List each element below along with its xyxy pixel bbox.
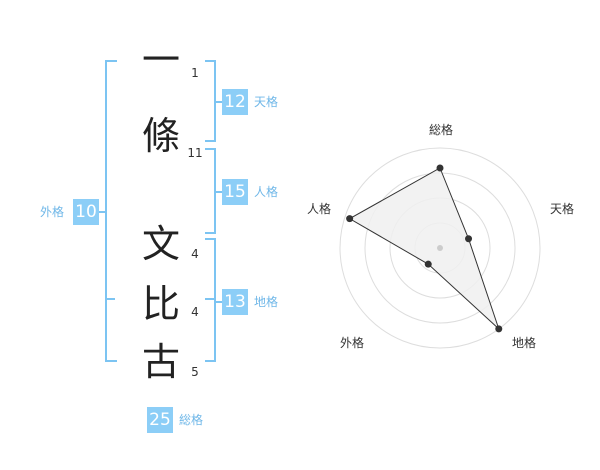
radar-label-tenkaku: 天格 <box>549 202 574 216</box>
stroke-count-2: 11 <box>187 146 203 160</box>
stroke-count-3: 4 <box>191 247 199 261</box>
radar-label-soukaku: 総格 <box>428 123 453 137</box>
radar-area <box>348 167 500 330</box>
gaikaku-badge: 10 <box>73 199 99 225</box>
soukaku-badge: 25 <box>147 407 173 433</box>
jinkaku-label: 人格 <box>254 185 279 199</box>
chikaku-bracket <box>205 238 216 362</box>
name-char-2: 條 <box>141 114 180 158</box>
radar-point-2 <box>465 235 473 243</box>
stroke-count-5: 5 <box>191 365 199 379</box>
stroke-count-4: 4 <box>191 305 199 319</box>
name-char-4: 比 <box>141 282 180 326</box>
stroke-count-1: 1 <box>191 66 199 80</box>
gaikaku-connector <box>99 211 105 213</box>
radar-center-dot <box>437 245 443 251</box>
name-char-1: 一 <box>141 38 180 82</box>
chikaku-connector <box>216 301 222 303</box>
radar-point-3 <box>495 325 503 333</box>
radar-point-4 <box>424 260 432 268</box>
chikaku-badge: 13 <box>222 289 248 315</box>
radar-point-5 <box>346 215 354 223</box>
radar-label-jinkaku: 人格 <box>306 202 331 216</box>
chikaku-bracket-tick <box>205 298 214 300</box>
soukaku-label: 総格 <box>179 413 204 427</box>
tenkaku-badge: 12 <box>222 89 248 115</box>
name-char-3: 文 <box>141 222 180 266</box>
jinkaku-bracket <box>205 148 216 234</box>
jinkaku-badge: 15 <box>222 179 248 205</box>
gaikaku-label: 外格 <box>40 205 65 219</box>
radar-label-chikaku: 地格 <box>511 336 536 350</box>
gaikaku-bracket-tick <box>105 298 115 300</box>
radar-label-gaikaku: 外格 <box>339 336 364 350</box>
radar-point-1 <box>436 164 444 172</box>
tenkaku-bracket <box>205 60 216 142</box>
gaikaku-bracket <box>105 60 117 362</box>
tenkaku-connector <box>216 101 222 103</box>
name-char-5: 古 <box>141 340 180 384</box>
chikaku-label: 地格 <box>254 295 279 309</box>
radar-ring <box>339 147 541 349</box>
radar-points <box>346 164 503 333</box>
tenkaku-label: 天格 <box>254 95 279 109</box>
jinkaku-connector <box>216 191 222 193</box>
